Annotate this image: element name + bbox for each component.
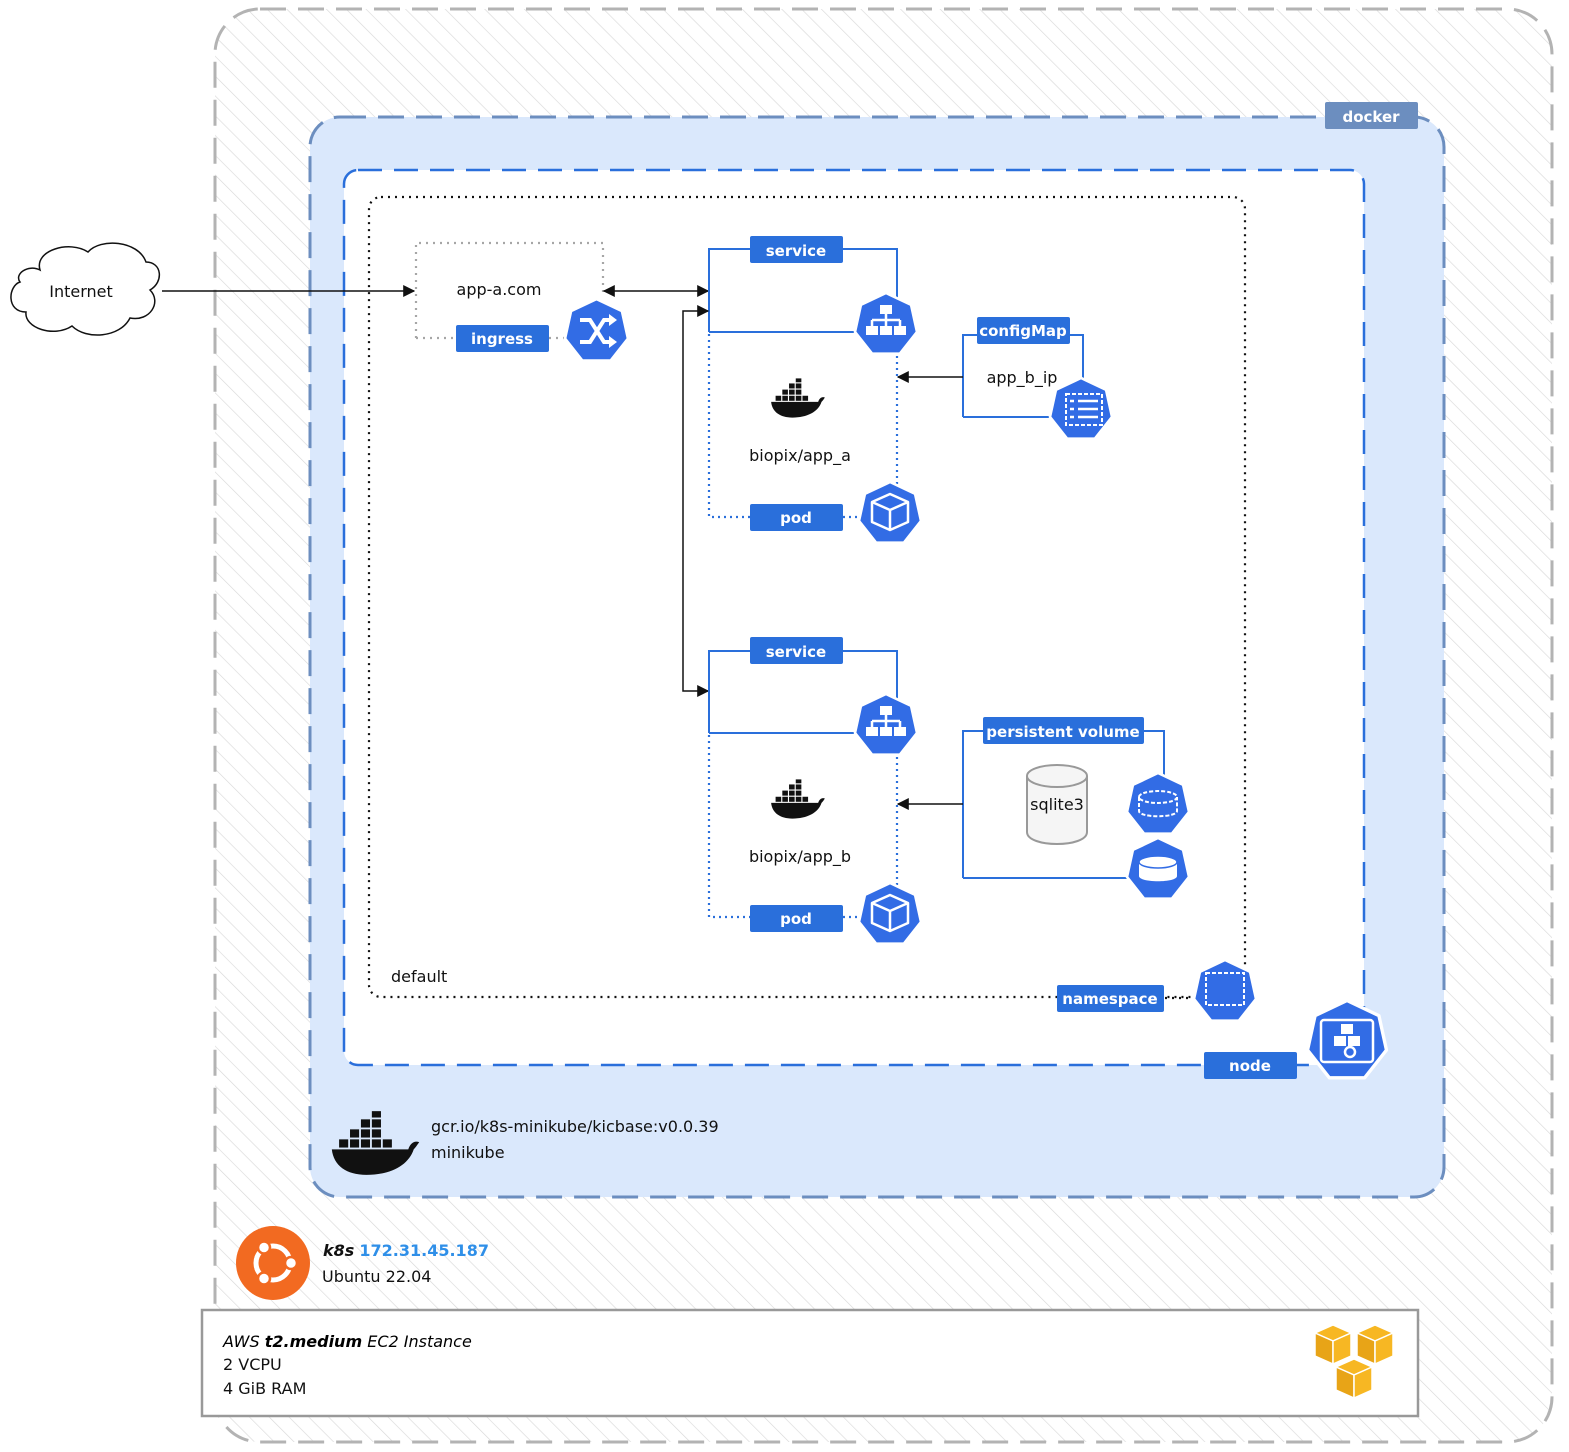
namespace-badge (1057, 985, 1164, 1012)
docker-image-label: gcr.io/k8s-minikube/kicbase:v0.0.39 (431, 1117, 719, 1136)
pod-b-image-label: biopix/app_b (749, 847, 851, 867)
pod-a-icon (857, 480, 923, 545)
persistent-volume-badge-label: persistent volume (986, 723, 1139, 741)
aws-instance-title: AWS t2.medium EC2 Instance (222, 1332, 472, 1351)
service-b-badge (750, 637, 843, 664)
pod-a-image-label: biopix/app_a (749, 446, 851, 466)
service-a-icon (853, 291, 919, 356)
namespace-badge-label: namespace (1062, 990, 1157, 1008)
pod-b-box (707, 735, 899, 919)
service-a-badge-label: service (766, 242, 826, 260)
service-a-badge (750, 236, 843, 263)
docker-name-label: minikube (431, 1143, 505, 1162)
host-ip: 172.31.45.187 (359, 1241, 489, 1260)
configmap-icon (1048, 376, 1114, 441)
namespace-icon (1192, 958, 1258, 1023)
ingress-badge-label: ingress (471, 330, 533, 348)
docker-badge-label: docker (1342, 108, 1400, 126)
aws-instance-type: t2.medium (265, 1332, 362, 1351)
database-cylinder-icon (1026, 764, 1088, 845)
configmap-value-label: app_b_ip (987, 368, 1058, 388)
pod-a-badge-label: pod (780, 509, 812, 527)
pod-b-badge-label: pod (780, 910, 812, 928)
aws-suffix: EC2 Instance (367, 1332, 472, 1351)
pod-a-badge (750, 504, 843, 531)
pod-b-icon (857, 881, 923, 946)
ubuntu-logo-icon (236, 1226, 310, 1300)
persistent-volume-badge (983, 717, 1144, 744)
node-icon (1305, 998, 1389, 1080)
sqlite-label: sqlite3 (1030, 795, 1084, 814)
persistent-volume-claim-icon (1125, 836, 1191, 901)
aws-instance-box (200, 1308, 1420, 1418)
node-region (342, 168, 1366, 1067)
host-title: k8s 172.31.45.187 (323, 1241, 489, 1260)
configmap-badge (977, 317, 1070, 344)
service-b-badge-label: service (766, 643, 826, 661)
service-a-box (708, 248, 898, 333)
service-a-to-service-b-connector (682, 305, 710, 697)
host-name: k8s (323, 1241, 354, 1260)
node-badge (1204, 1052, 1297, 1079)
ingress-badge (456, 325, 549, 352)
docker-badge (1325, 102, 1418, 129)
pod-b-badge (750, 905, 843, 932)
aws-cpu-label: 2 VCPU (223, 1355, 282, 1374)
persistent-volume-icon (1125, 771, 1191, 836)
aws-ram-label: 4 GiB RAM (223, 1379, 306, 1398)
service-b-box (708, 650, 898, 734)
aws-prefix: AWS (222, 1332, 260, 1351)
ingress-host-label: app-a.com (457, 280, 542, 299)
ingress-icon (563, 297, 630, 362)
service-b-icon (853, 692, 919, 757)
host-os-label: Ubuntu 22.04 (322, 1267, 431, 1286)
namespace-name-label: default (391, 967, 447, 986)
internet-label: Internet (49, 282, 113, 301)
aws-logo-icon (1313, 1324, 1395, 1400)
node-badge-label: node (1229, 1057, 1271, 1075)
internet-cloud (10, 242, 160, 336)
configmap-badge-label: configMap (979, 322, 1067, 340)
